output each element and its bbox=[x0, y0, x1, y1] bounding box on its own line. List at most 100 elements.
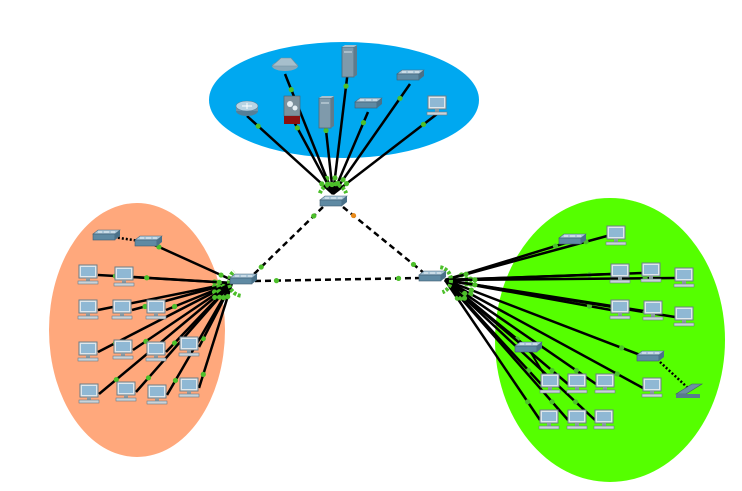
port-indicator bbox=[463, 271, 469, 277]
core-switch-left[interactable] bbox=[229, 273, 258, 285]
port-indicator bbox=[172, 377, 179, 384]
pc-icon[interactable] bbox=[673, 306, 695, 327]
cable-link bbox=[133, 275, 233, 285]
port-indicator bbox=[343, 181, 350, 187]
pc-icon[interactable] bbox=[115, 381, 137, 402]
pc-icon[interactable] bbox=[673, 267, 695, 288]
pc-icon[interactable] bbox=[111, 299, 133, 320]
cable-link bbox=[444, 278, 649, 360]
trunk-link bbox=[251, 206, 324, 277]
port-indicator bbox=[360, 120, 367, 126]
pc-icon[interactable] bbox=[640, 262, 662, 283]
pc-icon[interactable] bbox=[113, 266, 135, 287]
cloud-icon[interactable] bbox=[271, 57, 299, 71]
pc-icon[interactable] bbox=[146, 384, 168, 405]
switch-icon[interactable] bbox=[514, 341, 543, 353]
port-indicator bbox=[216, 294, 223, 300]
port-indicator bbox=[572, 399, 579, 405]
switch-icon[interactable] bbox=[134, 235, 163, 247]
pc-icon[interactable] bbox=[609, 299, 631, 320]
port-indicator bbox=[472, 277, 478, 283]
switch-icon[interactable] bbox=[92, 229, 121, 241]
core-switch-right[interactable] bbox=[418, 270, 447, 282]
port-indicator bbox=[340, 177, 346, 183]
port-indicator bbox=[273, 278, 280, 284]
port-indicator bbox=[549, 399, 555, 405]
cable-link bbox=[98, 282, 233, 395]
port-indicator bbox=[220, 294, 227, 301]
pc-icon[interactable] bbox=[78, 383, 100, 404]
port-indicator bbox=[343, 83, 349, 89]
port-indicator bbox=[258, 264, 264, 270]
port-indicator bbox=[410, 261, 417, 268]
port-indicator bbox=[255, 123, 261, 129]
pc-icon[interactable] bbox=[605, 225, 627, 246]
port-indicator bbox=[311, 213, 317, 219]
pc-icon[interactable] bbox=[77, 341, 99, 362]
port-indicator bbox=[200, 371, 206, 377]
port-indicator bbox=[200, 336, 206, 342]
pc-icon[interactable] bbox=[426, 95, 448, 116]
port-indicator bbox=[294, 125, 300, 131]
switch-icon[interactable] bbox=[354, 97, 383, 109]
port-indicator bbox=[332, 175, 338, 181]
core-switch-top[interactable] bbox=[319, 195, 348, 207]
pc-icon[interactable] bbox=[593, 409, 615, 430]
port-indicator bbox=[350, 212, 357, 219]
port-indicator bbox=[468, 287, 474, 293]
links bbox=[97, 69, 689, 421]
port-indicator bbox=[225, 294, 231, 300]
pc-icon[interactable] bbox=[609, 263, 631, 284]
devices bbox=[77, 45, 704, 430]
port-indicator bbox=[472, 282, 478, 288]
port-indicator bbox=[171, 340, 178, 346]
cable-link bbox=[332, 113, 438, 195]
pc-icon[interactable] bbox=[642, 300, 664, 321]
port-indicator bbox=[525, 399, 531, 405]
pc-icon[interactable] bbox=[566, 373, 588, 394]
cable-link bbox=[444, 278, 597, 386]
laptop-icon[interactable] bbox=[674, 383, 704, 398]
server-icon[interactable] bbox=[318, 96, 334, 129]
port-indicator bbox=[552, 243, 559, 249]
port-indicator bbox=[461, 295, 468, 301]
port-indicator bbox=[619, 345, 625, 351]
port-indicator bbox=[288, 87, 294, 93]
pc-icon[interactable] bbox=[566, 409, 588, 430]
pc-icon[interactable] bbox=[145, 341, 167, 362]
pc-icon[interactable] bbox=[112, 339, 134, 360]
port-indicator bbox=[113, 376, 119, 383]
pc-icon[interactable] bbox=[178, 377, 200, 398]
port-indicator bbox=[212, 294, 218, 301]
port-indicator bbox=[420, 121, 427, 127]
server-icon[interactable] bbox=[341, 45, 357, 78]
cable-link bbox=[197, 282, 234, 389]
port-indicator bbox=[145, 375, 152, 381]
switch-icon[interactable] bbox=[636, 350, 665, 362]
cable-link bbox=[147, 240, 233, 282]
pc-icon[interactable] bbox=[77, 264, 99, 285]
trunk-link bbox=[342, 206, 425, 274]
port-indicator bbox=[614, 371, 620, 377]
switch-icon[interactable] bbox=[396, 69, 425, 81]
port-indicator bbox=[142, 303, 148, 310]
firewall-icon[interactable] bbox=[283, 95, 301, 124]
pc-icon[interactable] bbox=[77, 299, 99, 320]
port-indicator bbox=[144, 275, 150, 281]
cable-link bbox=[331, 69, 350, 195]
port-indicator bbox=[216, 279, 222, 285]
pc-icon[interactable] bbox=[145, 299, 167, 320]
port-indicator bbox=[397, 95, 403, 101]
pc-icon[interactable] bbox=[538, 409, 560, 430]
pc-icon[interactable] bbox=[594, 373, 616, 394]
pc-icon[interactable] bbox=[178, 336, 200, 357]
port-indicator bbox=[156, 244, 162, 250]
switch-icon[interactable] bbox=[558, 233, 587, 245]
port-indicator bbox=[586, 303, 593, 309]
pc-icon[interactable] bbox=[641, 377, 663, 398]
cable-link bbox=[165, 282, 234, 396]
router-icon[interactable] bbox=[235, 100, 259, 116]
pc-icon[interactable] bbox=[539, 373, 561, 394]
port-indicator bbox=[573, 367, 579, 374]
port-indicator bbox=[171, 303, 178, 310]
